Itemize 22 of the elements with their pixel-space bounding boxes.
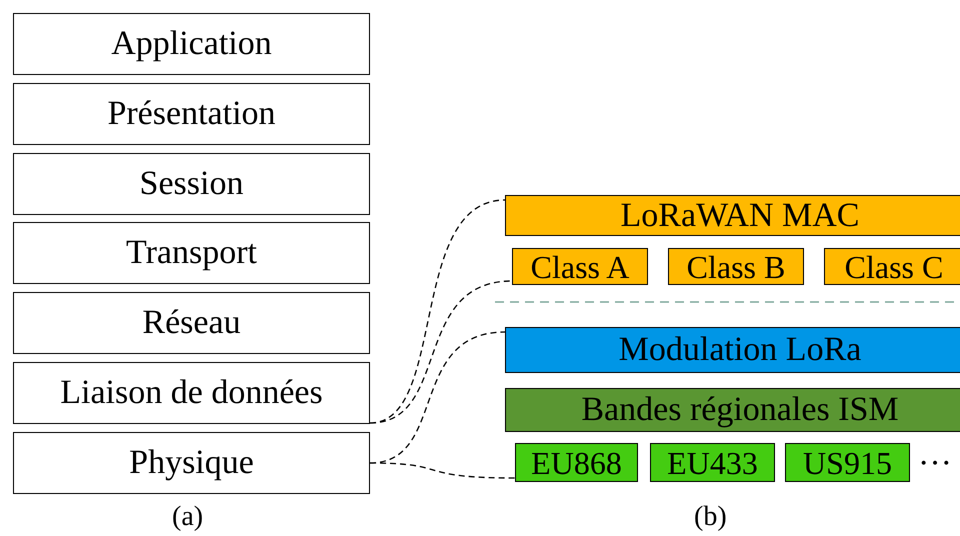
band-box: EU868 [515,443,638,482]
layer-box: Présentation [13,83,370,145]
class-box: Class A [512,248,648,285]
layer-box: Session [13,153,370,215]
ellipsis: ··· [918,447,952,481]
leader-line [370,462,515,479]
band-box: EU433 [650,443,775,482]
protocol-bar: LoRaWAN MAC [505,195,960,236]
protocol-bar: Bandes régionales ISM [505,388,960,432]
layer-box: Application [13,13,370,75]
layer-box: Réseau [13,292,370,354]
layer-box: Transport [13,222,370,284]
protocol-bar: Modulation LoRa [505,327,960,373]
band-box: US915 [785,443,910,482]
leader-line [370,280,512,424]
layer-box: Physique [13,432,370,494]
layer-box: Liaison de données [13,362,370,424]
figure-label: (a) [172,503,204,531]
class-box: Class C [824,248,960,285]
class-box: Class B [668,248,804,285]
figure-label: (b) [694,503,727,531]
leader-line [370,199,506,424]
